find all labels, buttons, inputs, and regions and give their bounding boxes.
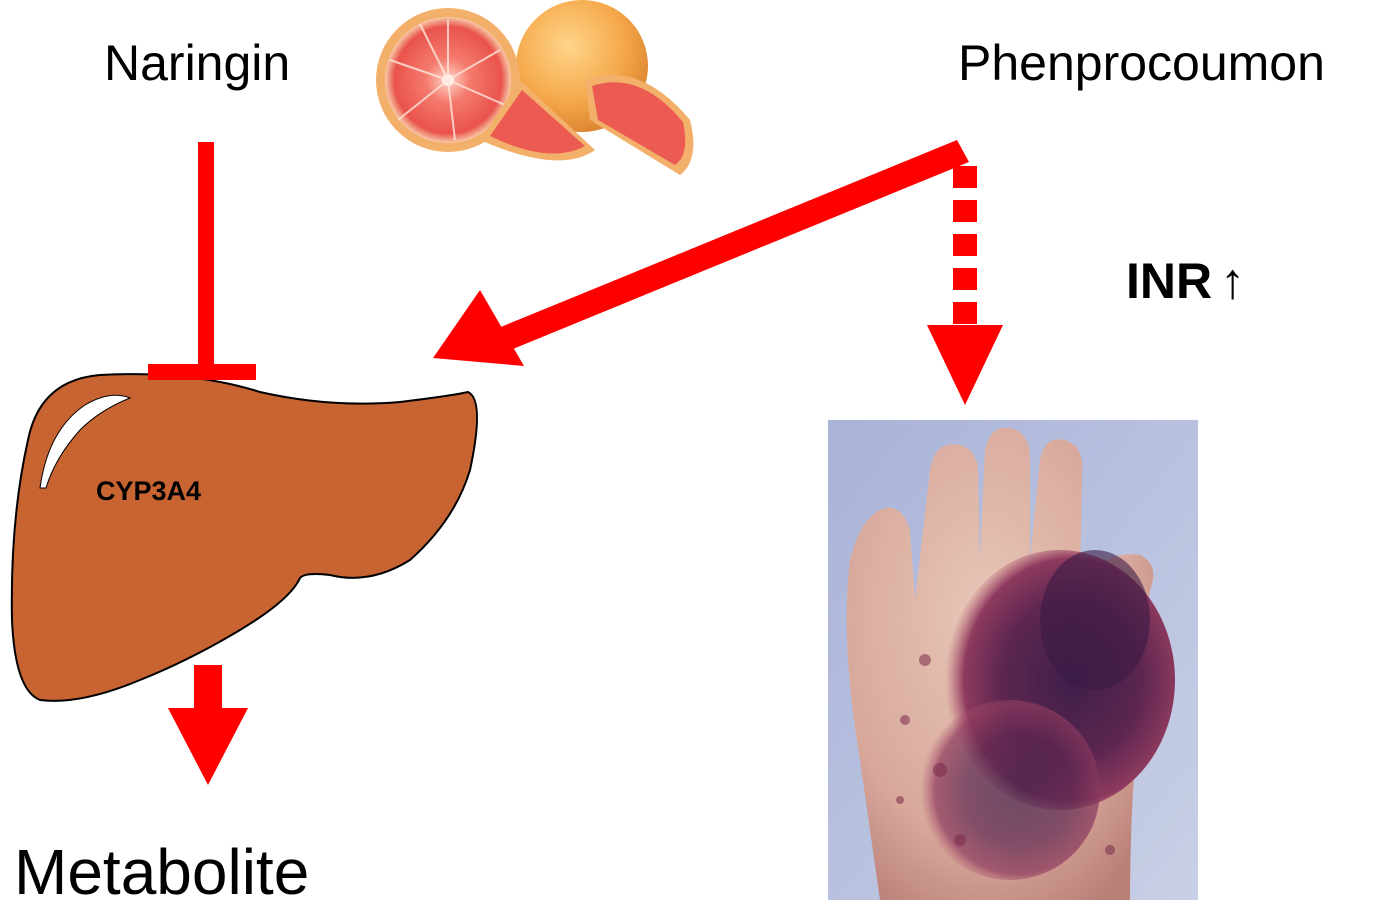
metabolite-arrow	[168, 665, 248, 785]
up-arrow-icon: ↑	[1220, 253, 1245, 309]
phenprocoumon-label: Phenprocoumon	[958, 38, 1325, 88]
inr-label: INR↑	[1126, 256, 1245, 306]
inhibition-arrow	[148, 142, 256, 380]
metabolite-label: Metabolite	[14, 840, 309, 904]
dashed-arrow	[927, 166, 1003, 405]
naringin-label: Naringin	[104, 38, 290, 88]
bruised-hand-photo	[828, 420, 1198, 900]
phenprocoumon-to-liver-arrow	[433, 140, 969, 366]
grapefruit-image	[376, 0, 693, 175]
inr-text: INR	[1126, 253, 1212, 309]
enzyme-label: CYP3A4	[96, 478, 201, 505]
